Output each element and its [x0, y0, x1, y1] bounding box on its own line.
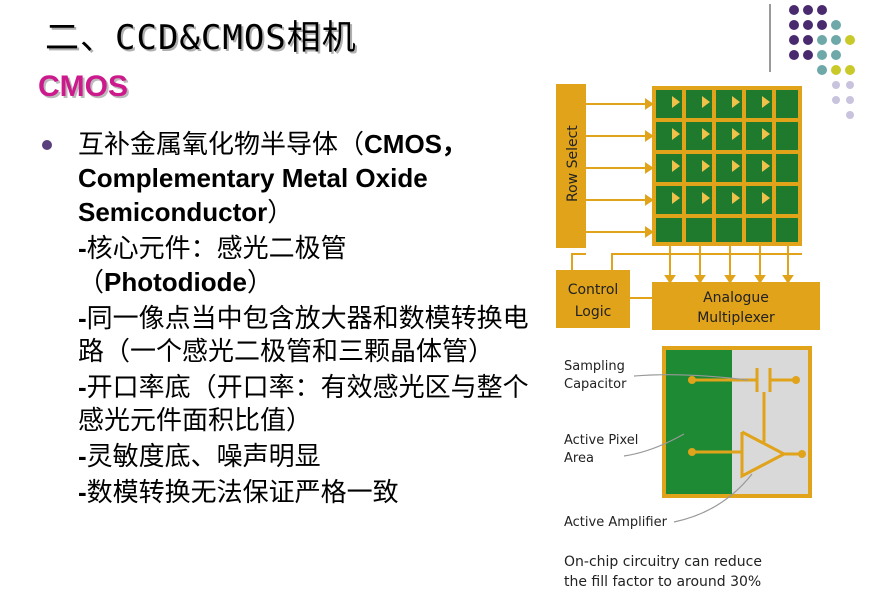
cmos-sensor-diagram: Row Select Control Logic Analog: [556, 84, 820, 590]
mux-label-2: Multiplexer: [697, 310, 775, 326]
mux-label-1: Analogue: [703, 290, 769, 306]
pixel-detail: [662, 346, 812, 498]
control-logic-label-1: Control: [568, 282, 619, 298]
bullet-dot-icon: [42, 140, 52, 150]
sub-item-5: -数模转换无法保证严格一致: [38, 476, 538, 510]
sub-item-4: -灵敏度底、噪声明显: [38, 440, 538, 474]
decorative-dot-grid: [789, 5, 855, 119]
row-select-label: Row Select: [565, 125, 581, 202]
section-heading: CMOS: [38, 70, 128, 103]
sampling-capacitor-label-1: Sampling: [564, 359, 625, 374]
sub-item-text: 同一像点当中包含放大器和数模转换电路（一个感光二极管和三颗晶体管）: [78, 304, 529, 367]
active-amplifier-label: Active Amplifier: [564, 515, 668, 530]
sub-item-tail: ）: [247, 268, 274, 298]
dash: -: [78, 372, 87, 402]
analogue-multiplexer-block: [652, 282, 820, 330]
figure-caption-line-1: On-chip circuitry can reduce: [564, 554, 762, 570]
control-logic-block: [556, 270, 630, 328]
sub-item-text: 灵敏度底、噪声明显: [86, 442, 321, 472]
sub-item-2: -同一像点当中包含放大器和数模转换电路（一个感光二极管和三颗晶体管）: [38, 302, 538, 369]
active-pixel-area-label-2: Area: [564, 451, 594, 466]
pixel-array: [652, 86, 802, 246]
dash: -: [78, 233, 87, 263]
figure-caption-line-2: the fill factor to around 30%: [564, 574, 761, 590]
bullet-term: CMOS，Complementary Metal Oxide Semicondu…: [78, 129, 469, 227]
sub-item-text: 数模转换无法保证严格一致: [86, 478, 399, 508]
title-divider: [769, 4, 771, 72]
row-select-block: [556, 84, 586, 248]
bullet-list: 互补金属氧化物半导体（CMOS，Complementary Metal Oxid…: [38, 128, 538, 510]
active-pixel-area-label-1: Active Pixel: [564, 433, 638, 448]
sub-item-term: Photodiode: [104, 267, 247, 297]
bullet-tail: ）: [267, 198, 294, 228]
control-logic-label-2: Logic: [575, 304, 612, 320]
dash: -: [78, 477, 87, 507]
main-bullet: 互补金属氧化物半导体（CMOS，Complementary Metal Oxid…: [38, 128, 538, 230]
sub-item-text: 开口率底（开口率：有效感光区与整个感光元件面积比值）: [78, 373, 529, 436]
sub-item-3: -开口率底（开口率：有效感光区与整个感光元件面积比值）: [38, 371, 538, 438]
sub-item-1: -核心元件：感光二极管（Photodiode）: [38, 232, 538, 300]
sampling-capacitor-label-2: Capacitor: [564, 377, 627, 392]
bullet-lead-text: 互补金属氧化物半导体（: [78, 130, 365, 160]
dash: -: [78, 303, 87, 333]
sub-item-text: 核心元件：感光二极管（: [78, 234, 347, 298]
slide-title: 二、CCD&CMOS相机: [45, 18, 357, 58]
dash: -: [78, 441, 87, 471]
